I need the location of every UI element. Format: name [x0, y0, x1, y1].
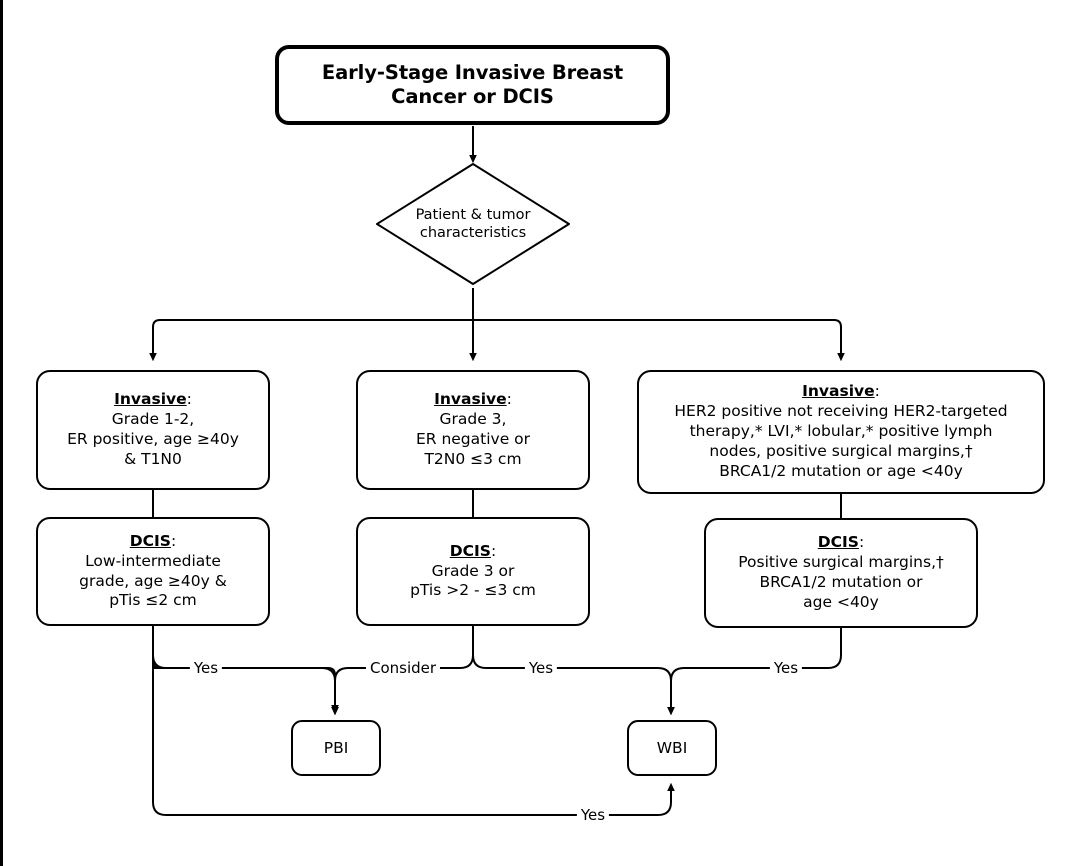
node-title-line1: Early-Stage Invasive Breast [321, 60, 624, 84]
node-invasive-left-header: Invasive [114, 390, 187, 409]
edge-bottom-yes-loop [152, 782, 675, 816]
node-dcis-right-colon: : [858, 533, 865, 552]
node-invasive-left-line1: Grade 1-2, [111, 410, 195, 429]
node-invasive-right-colon: : [874, 382, 880, 401]
node-invasive-right-header: Invasive [802, 382, 875, 401]
node-invasive-left-line2: ER positive, age ≥40y [67, 430, 239, 448]
node-decision[interactable]: Patient & tumor characteristics [373, 160, 573, 288]
node-dcis-right-header: DCIS [817, 533, 859, 552]
node-terminal-wbi-label: WBI [656, 739, 688, 757]
node-invasive-left-line3: & T1N0 [124, 449, 182, 468]
node-dcis-middle[interactable]: DCIS: Grade 3 or pTis >2 - ≤3 cm [356, 517, 590, 626]
edge-label-middle-consider: Consider [365, 659, 441, 677]
node-dcis-left-header: DCIS [129, 531, 171, 550]
node-invasive-right-line4: BRCA1/2 mutation or age <40y [719, 461, 963, 480]
node-dcis-left-colon: : [170, 531, 177, 550]
node-dcis-middle-line1: Grade 3 or [431, 561, 515, 580]
node-invasive-middle[interactable]: Invasive: Grade 3, ER negative or T2N0 ≤… [356, 370, 590, 490]
node-invasive-left[interactable]: Invasive: Grade 1-2, ER positive, age ≥4… [36, 370, 270, 490]
node-dcis-right-line3: age <40y [803, 592, 879, 611]
node-dcis-left-line3: pTis ≤2 cm [109, 591, 197, 610]
node-decision-line2: characteristics [419, 225, 527, 241]
node-dcis-right-line1: Positive surgical margins,† [738, 553, 944, 572]
node-dcis-left-line1: Low-intermediate [85, 551, 221, 570]
edge-left-yes-corner [152, 654, 167, 669]
edge-bus-left [149, 319, 473, 362]
connector-layer [149, 126, 845, 816]
node-dcis-middle-header: DCIS [449, 541, 491, 560]
node-dcis-left[interactable]: DCIS: Low-intermediate grade, age ≥40y &… [36, 517, 270, 626]
edge-bus-right [473, 319, 845, 362]
edge-label-middle-yes: Yes [524, 659, 558, 677]
node-decision-line1: Patient & tumor [415, 206, 531, 223]
edge-label-right-yes: Yes [769, 659, 803, 677]
node-dcis-right[interactable]: DCIS: Positive surgical margins,† BRCA1/… [704, 518, 978, 628]
node-invasive-right-line3: nodes, positive surgical margins,† [709, 441, 973, 460]
node-invasive-right[interactable]: Invasive: HER2 positive not receiving HE… [637, 370, 1045, 494]
node-dcis-right-line2: BRCA1/2 mutation or [759, 573, 923, 591]
node-invasive-right-line2: therapy,* LVI,* lobular,* positive lymph [689, 422, 993, 441]
edge-label-bottom-yes: Yes [576, 806, 610, 824]
node-terminal-pbi[interactable]: PBI [291, 720, 381, 776]
edge-label-left-yes: Yes [189, 659, 223, 677]
node-terminal-wbi[interactable]: WBI [627, 720, 717, 776]
edge-right-yes-to-wbi [667, 654, 842, 716]
node-title-text: Early-Stage Invasive Breast Cancer or DC… [279, 61, 666, 110]
node-invasive-middle-header: Invasive [434, 390, 507, 409]
node-decision-text: Patient & tumor characteristics [373, 160, 573, 288]
node-invasive-middle-line2: ER negative or [415, 430, 531, 448]
node-dcis-middle-colon: : [490, 541, 497, 560]
node-invasive-middle-line3: T2N0 ≤3 cm [424, 449, 522, 468]
node-invasive-middle-line1: Grade 3, [439, 410, 507, 429]
node-invasive-left-colon: : [186, 390, 192, 409]
node-terminal-pbi-label: PBI [323, 739, 349, 757]
node-invasive-middle-colon: : [506, 390, 512, 409]
node-dcis-left-line2: grade, age ≥40y & [79, 571, 227, 590]
node-invasive-right-line1: HER2 positive not receiving HER2-targete… [674, 402, 1008, 421]
node-dcis-middle-line2: pTis >2 - ≤3 cm [410, 581, 536, 600]
node-title[interactable]: Early-Stage Invasive Breast Cancer or DC… [275, 45, 670, 125]
edge-middle-yes-to-wbi [472, 654, 675, 716]
edge-middle-consider-to-pbi [331, 654, 474, 716]
node-title-line2: Cancer or DCIS [391, 85, 554, 108]
diamond-shape [376, 163, 570, 285]
